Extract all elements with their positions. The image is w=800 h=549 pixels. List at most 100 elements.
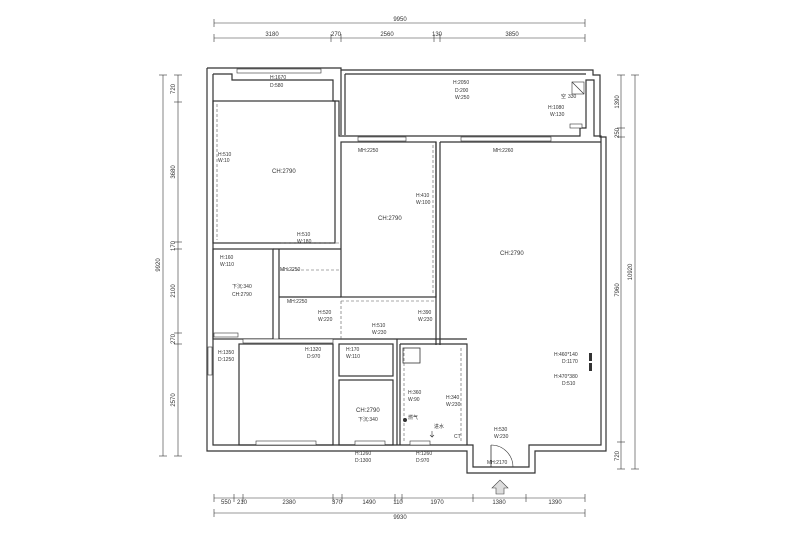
bedroom-mid-door: MH:2250 xyxy=(358,148,379,154)
corridor-a-w: W:220 xyxy=(318,317,333,323)
meter-right-a-1: H:460*140 xyxy=(554,352,578,358)
living-door: MH:2260 xyxy=(493,148,514,154)
bedroom-bl-window-d: D:970 xyxy=(307,354,321,360)
balcony-window-d: D:580 xyxy=(270,83,284,89)
bedroom-left-ceiling: CH:2790 xyxy=(272,169,296,175)
corridor-b-h: H:510 xyxy=(372,323,386,329)
aircon-label: 空 xyxy=(561,93,566,100)
bottom-dim-7: 1970 xyxy=(430,500,444,506)
left-dim-5: 270 xyxy=(171,333,177,344)
bottom-dim-4: 370 xyxy=(332,500,343,506)
bottom-dim-8: 1380 xyxy=(492,500,506,506)
right-dimensions xyxy=(617,74,639,470)
bath-window-h: H:160 xyxy=(220,255,234,261)
top-dimensions xyxy=(213,19,586,42)
top-dim-2: 270 xyxy=(331,32,342,38)
entry-arrow-icon xyxy=(491,479,509,495)
bedroom-bl-window-h: H:1320 xyxy=(305,347,321,353)
left-dim-6: 2570 xyxy=(171,393,177,407)
balcony-window-h: H:1670 xyxy=(270,75,286,81)
corridor-door: MH:2250 xyxy=(287,299,308,305)
bath-door: MH:2250 xyxy=(280,267,301,273)
top-right-window-w: W:130 xyxy=(550,112,565,118)
left-dim-2: 3680 xyxy=(171,165,177,179)
top-balcony-d: D:200 xyxy=(455,88,469,94)
top-balcony-w: W:250 xyxy=(455,95,470,101)
right-dim-4: 720 xyxy=(615,450,621,461)
kitchen-a-w: W:90 xyxy=(408,397,420,403)
left-dimensions xyxy=(159,74,182,457)
aircon-label-2: 330 xyxy=(568,94,577,100)
left-total-dim: 9920 xyxy=(156,258,162,272)
bottom-dim-3: 2380 xyxy=(282,500,296,506)
top-right-window-h: H:1080 xyxy=(548,105,564,111)
left-dim-4: 2100 xyxy=(171,284,177,298)
bottom-total-dim: 9930 xyxy=(393,515,407,521)
bottom-dim-2: 210 xyxy=(237,500,248,506)
top-dim-5: 3850 xyxy=(505,32,519,38)
bath-drop: 下沉:340 xyxy=(232,283,252,290)
corridor-c-h: H:390 xyxy=(418,310,432,316)
bottom-dim-1: 550 xyxy=(221,500,232,506)
corridor-a-h: H:520 xyxy=(318,310,332,316)
corridor-window-w: W:180 xyxy=(297,239,312,245)
top-dim-3: 2560 xyxy=(380,32,394,38)
wall-opening-h: H:510 xyxy=(218,152,232,158)
kitchen-b-h: H:340 xyxy=(446,395,460,401)
kitchen-water: 进水 xyxy=(434,423,444,430)
bedroom-mid-ceiling: CH:2790 xyxy=(378,216,402,222)
bottom-dim-9: 1390 xyxy=(548,500,562,506)
right-dim-1: 1390 xyxy=(615,95,621,109)
top-total-dim: 9950 xyxy=(393,17,407,23)
kitchen-a-h: H:360 xyxy=(408,390,422,396)
plan-labels: H:1670 D:580 H:2050 D:200 W:250 空 330 H:… xyxy=(218,75,578,466)
meter-right-b-1: H:470*380 xyxy=(554,374,578,380)
bottom-dim-6: 110 xyxy=(393,500,403,506)
bottom-dimensions xyxy=(213,494,586,517)
meter-right-a-2: D:1170 xyxy=(562,359,578,365)
meter-right-b-2: D:510 xyxy=(562,381,576,387)
dashed-guides xyxy=(216,104,462,441)
left-dim-1: 720 xyxy=(171,83,177,94)
wall-opening-w: W:10 xyxy=(218,158,230,164)
right-dim-2: 250 xyxy=(615,127,621,138)
top-dim-4: 130 xyxy=(432,32,443,38)
living-ceiling: CH:2790 xyxy=(500,251,524,257)
kitchen-appliance xyxy=(402,347,421,364)
wc-ceiling: CH:2790 xyxy=(356,408,380,414)
bedroom-mid-window-w: W:100 xyxy=(416,200,431,206)
corridor-window-h: H:510 xyxy=(297,232,311,238)
kitchen-gas: 燃气 xyxy=(408,414,418,421)
kitchen-b-w: W:230 xyxy=(446,402,461,408)
walls xyxy=(206,67,607,474)
right-dim-3: 7960 xyxy=(615,283,621,297)
bath-window-w: W:110 xyxy=(220,262,234,268)
wc-drop: 下沉:340 xyxy=(358,416,378,423)
bottom-win2-d: D:970 xyxy=(416,458,430,464)
gas-point-icon xyxy=(403,418,407,422)
windows xyxy=(207,68,583,446)
aircon-box xyxy=(571,81,585,95)
bottom-win2-h: H:1260 xyxy=(416,451,432,457)
entry-door-label: MH:2170 xyxy=(487,460,508,466)
meter-box-1 xyxy=(589,353,592,361)
corridor-b-w: W:230 xyxy=(372,330,387,336)
bedroom-mid-window-h: H:410 xyxy=(416,193,430,199)
corridor-c-w: W:230 xyxy=(418,317,433,323)
bottom-dim-5: 1490 xyxy=(362,500,376,506)
top-balcony-h: H:2050 xyxy=(453,80,469,86)
bath-ceiling: CH:2790 xyxy=(232,292,252,298)
right-total-dim: 10920 xyxy=(628,263,634,280)
meter-box-2 xyxy=(589,363,592,371)
bottom-win1-d: D:1300 xyxy=(355,458,371,464)
kitchen-ct: CT xyxy=(454,434,461,440)
bottom-win1-h: H:1260 xyxy=(355,451,371,457)
water-point-icon xyxy=(429,431,435,438)
small-window-h: H:170 xyxy=(346,347,360,353)
kitchen-c-w: W:230 xyxy=(494,434,509,440)
entry-door-swing xyxy=(490,444,514,468)
top-dim-1: 3180 xyxy=(265,32,279,38)
left-window-d: D:1250 xyxy=(218,357,234,363)
kitchen-c-h: H:530 xyxy=(494,427,508,433)
